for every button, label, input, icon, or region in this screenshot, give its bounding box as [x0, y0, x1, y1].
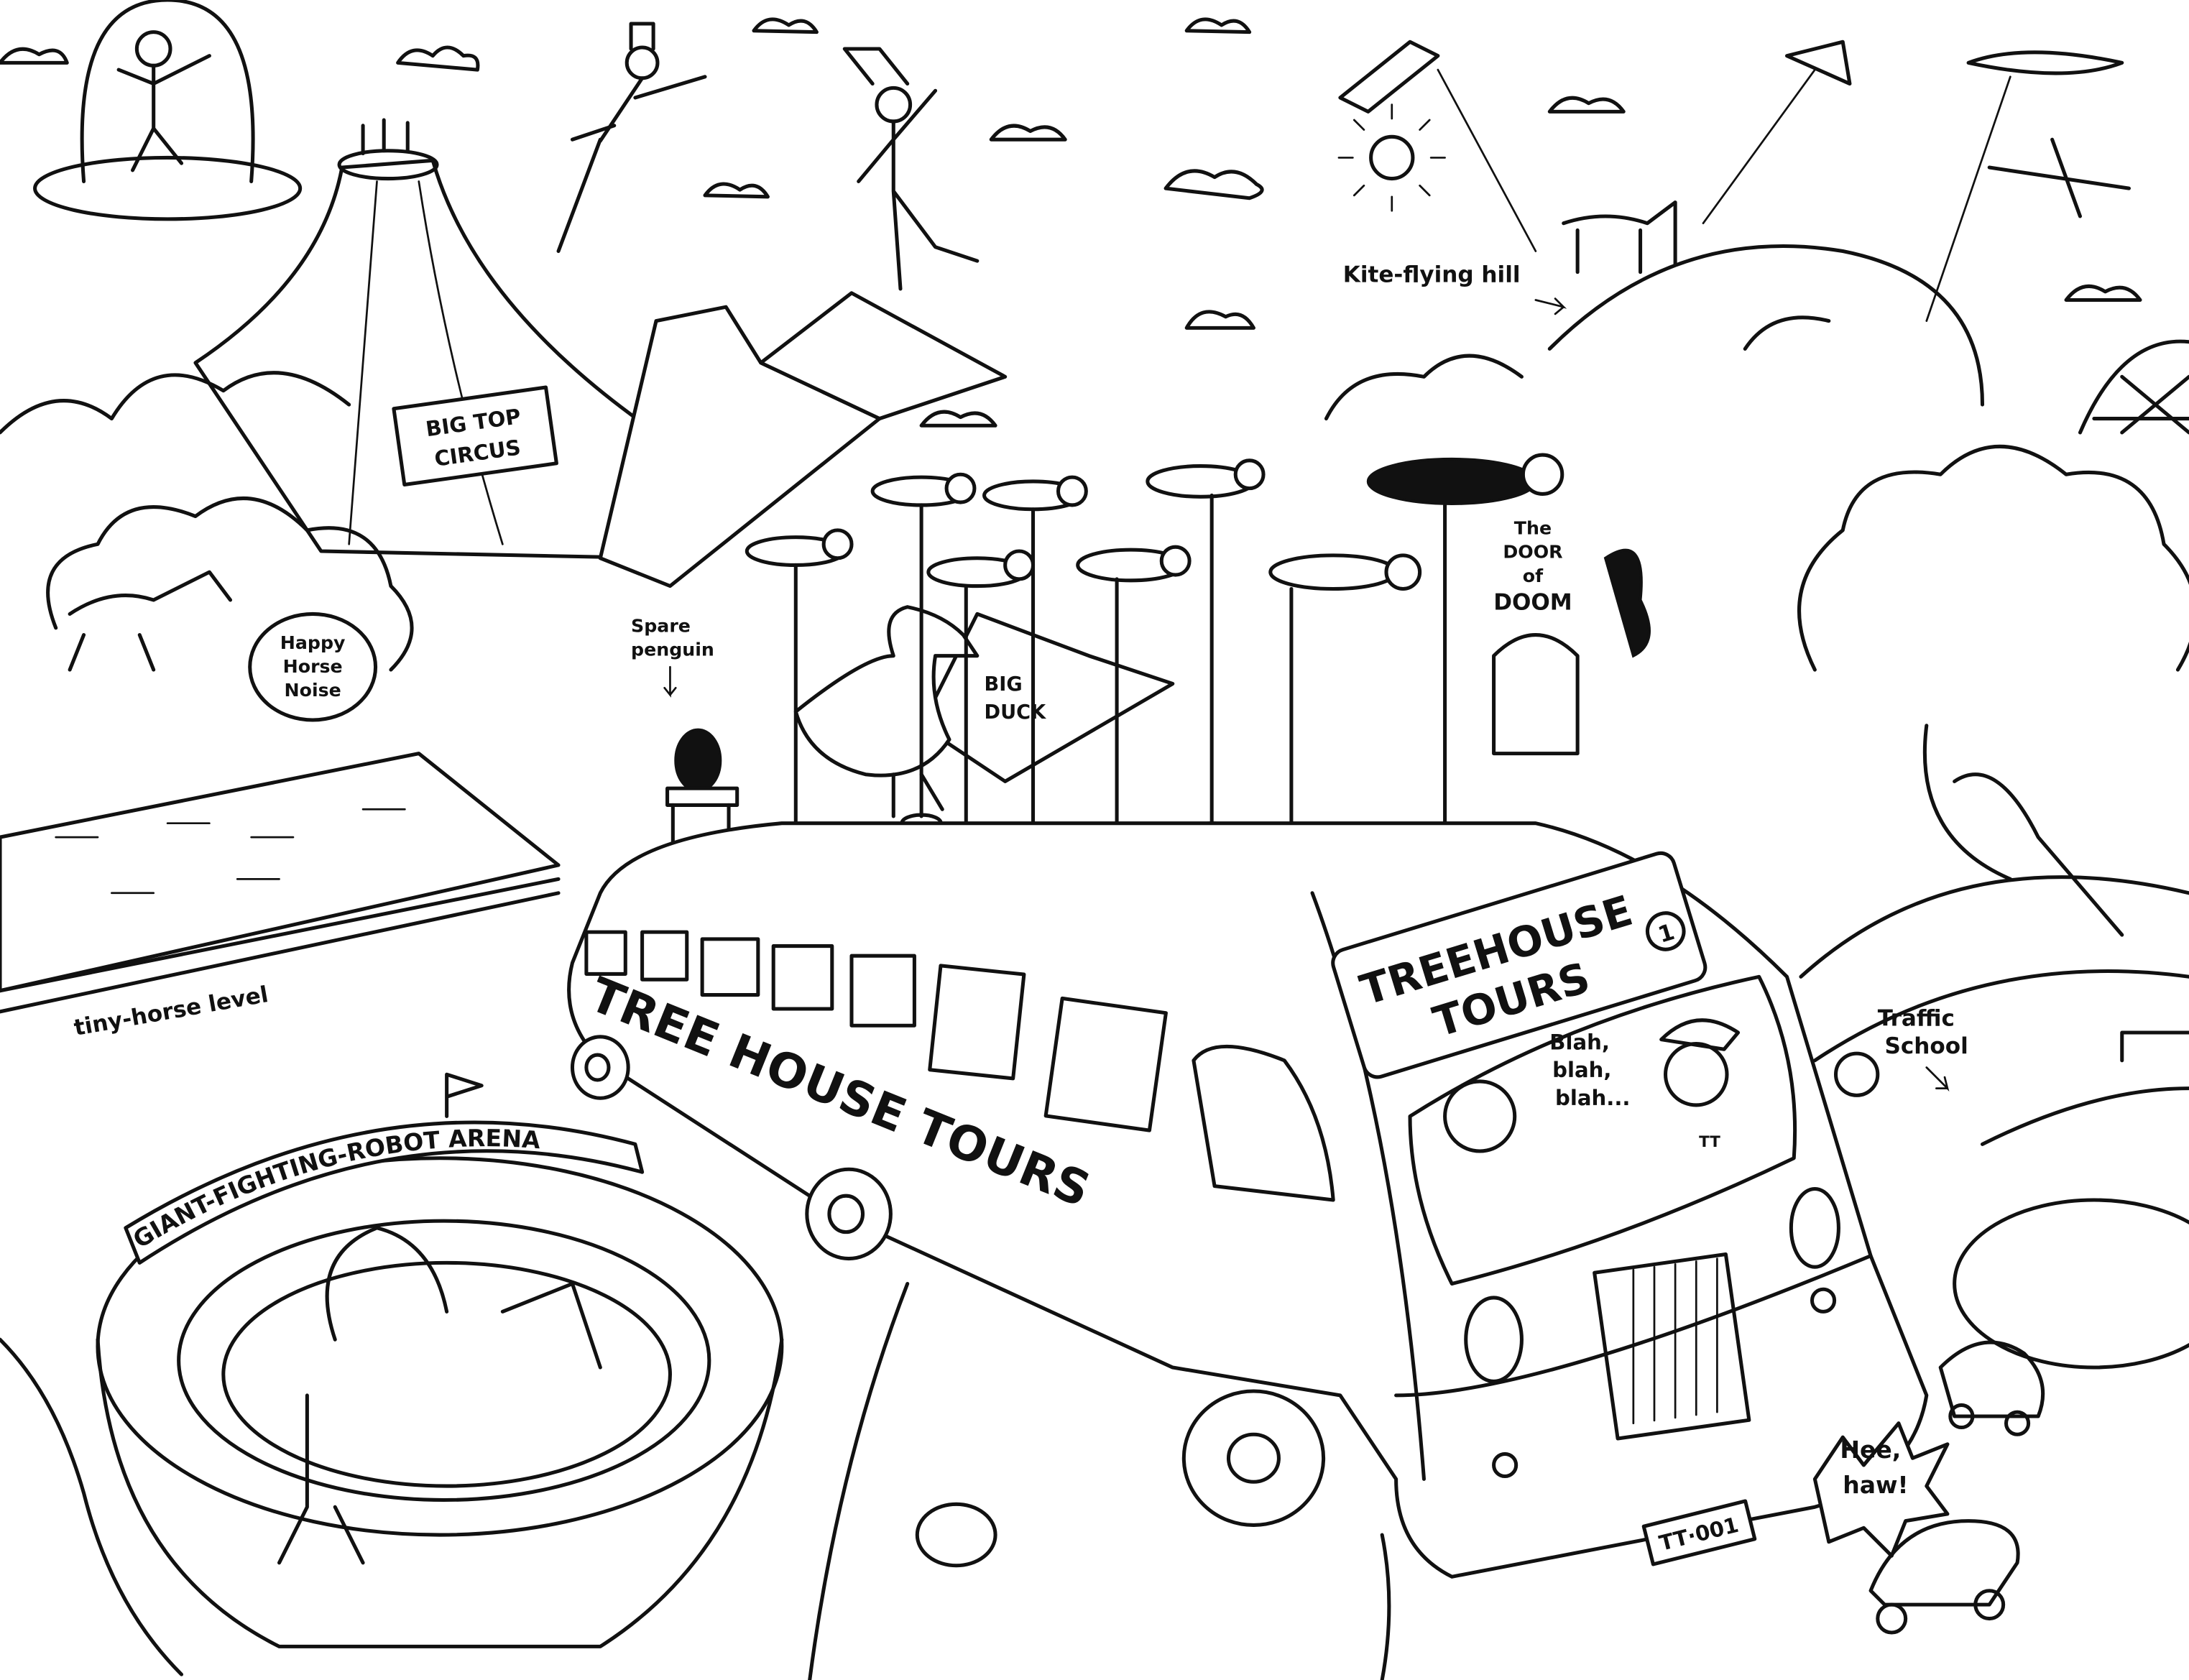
kite-hill-label: Kite-flying hill [1343, 262, 1521, 287]
driver-speech-1: Blah, [1549, 1030, 1610, 1054]
ramp-structure [598, 291, 1175, 783]
headlight [1789, 1186, 1840, 1269]
tiny-horse-level: tiny-horse level Happy Horse Noise [0, 570, 561, 1041]
side-windows [584, 930, 1335, 1202]
loose-hubcap [915, 1502, 997, 1568]
big-duck-label-2: DUCK [985, 701, 1047, 724]
donkey-car: Hee, haw! [1812, 1421, 2020, 1635]
kite-flying-hill: Kite-flying hill [1338, 40, 2131, 407]
foliage [0, 315, 2189, 1676]
donkey-speech-2: haw! [1843, 1471, 1908, 1499]
driver-badge: TT [1699, 1133, 1720, 1151]
penguin [745, 528, 854, 869]
driver-speech-3: blah... [1555, 1086, 1630, 1110]
windshield [1408, 974, 1797, 1286]
door-of-doom-label-3: of [1523, 566, 1544, 586]
sun [1337, 103, 1446, 212]
treehouse-tours-bus: TREE HOUSE TOURS TREEHOUSE TOURS 1 Blah,… [567, 821, 1929, 1579]
spare-penguin-label-1: Spare [631, 616, 691, 637]
penguin [870, 472, 977, 834]
clouds [0, 17, 2142, 428]
big-top-circus-tent: BIG TOP CIRCUS [193, 118, 658, 560]
traffic-school-label-1: Traffic [1878, 1005, 1955, 1031]
donkey-speech-1: Hee, [1840, 1436, 1901, 1464]
traffic-school: Traffic School [1833, 1005, 2189, 1436]
horse-bubble-line-2: Horse [283, 656, 343, 677]
spare-penguin-label-2: penguin [631, 640, 714, 660]
door-of-doom-label-2: DOOR [1503, 542, 1562, 563]
acrobats [556, 22, 980, 291]
circus-sign: BIG TOP CIRCUS [392, 385, 558, 487]
license-plate: TT·001 [1641, 1499, 1757, 1566]
penguin [1366, 453, 1564, 854]
driver-speech-2: blah, [1552, 1058, 1611, 1082]
geodesic-dome [2078, 339, 2189, 435]
bus-front-sign: TREEHOUSE TOURS 1 [1331, 851, 1708, 1079]
big-duck: BIG DUCK [793, 605, 1047, 818]
door-of-doom-label-4: DOOM [1493, 590, 1572, 616]
traffic-school-label-2: School [1885, 1033, 1968, 1059]
horse-bubble-line-3: Noise [285, 680, 341, 701]
glass-dome [33, 0, 303, 221]
grille [1593, 1252, 1751, 1441]
penguin [1146, 458, 1266, 842]
giant-fighting-robot-arena: GIANT-FIGHTING-ROBOT ARENA [96, 1072, 784, 1648]
horse-speech-bubble: Happy Horse Noise [248, 611, 378, 722]
horse-bubble-line-1: Happy [280, 632, 346, 653]
door-of-doom: The DOOR of DOOM [1492, 518, 1651, 756]
wheels [570, 1035, 1326, 1527]
headlight [1464, 1296, 1524, 1383]
roads [808, 875, 2189, 1680]
door-of-doom-label-1: The [1514, 518, 1552, 539]
spare-penguin: Spare penguin [631, 616, 739, 849]
big-duck-label-1: BIG [985, 673, 1023, 696]
